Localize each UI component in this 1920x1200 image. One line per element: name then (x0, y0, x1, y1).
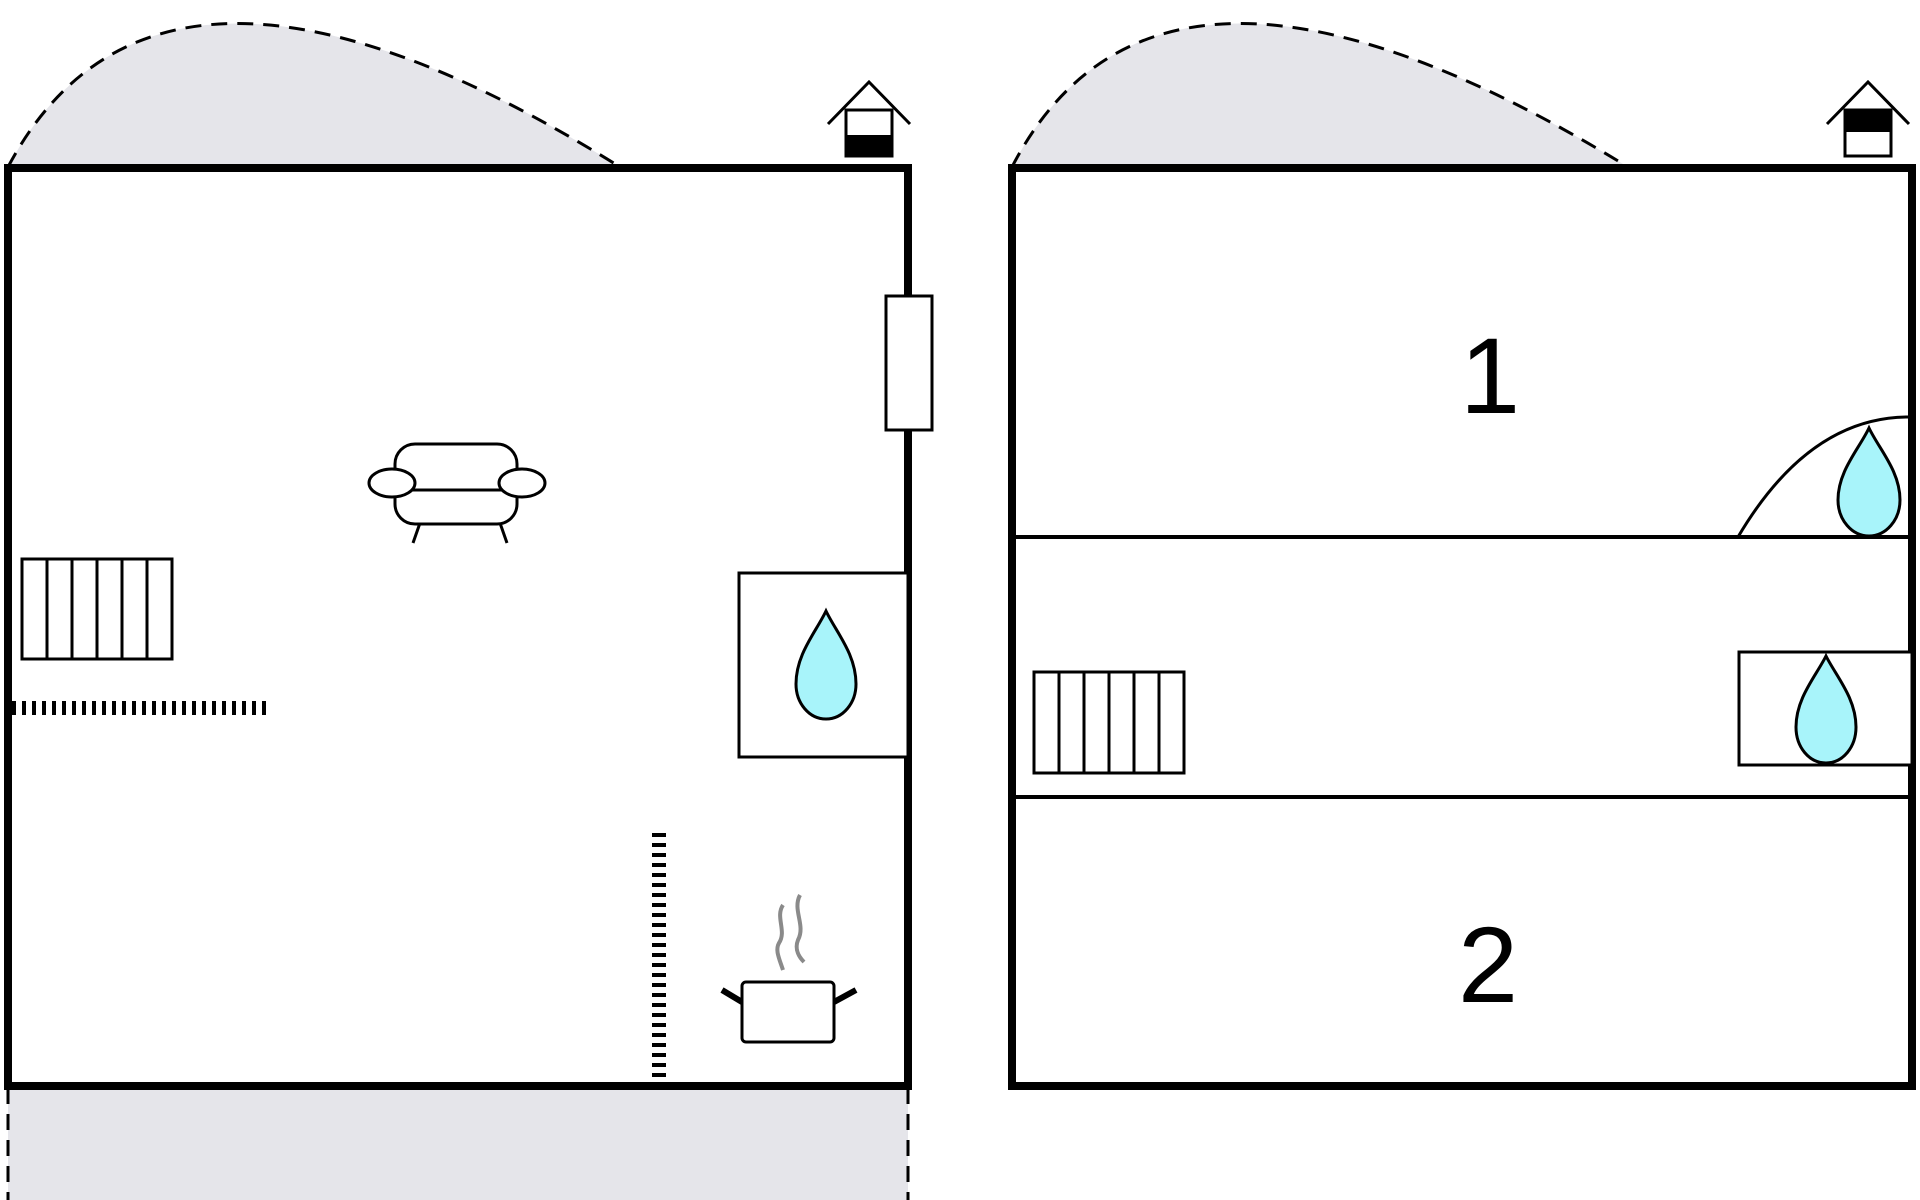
sofa-icon (367, 442, 547, 544)
outdoor-terrace-right-top (1010, 22, 1629, 169)
house-floor-indicator-icon (1825, 79, 1911, 158)
house-floor-indicator-icon (826, 79, 912, 158)
room-label-1: 1 (1460, 315, 1520, 436)
outdoor-terrace-left-bottom (6, 1088, 910, 1200)
outdoor-terrace-left-top (6, 22, 621, 169)
water-drop-icon (1794, 652, 1858, 765)
water-drop-icon (794, 607, 858, 721)
floor-plan-ground (4, 164, 934, 1090)
floor-plan-upper: 1 2 (1008, 164, 1916, 1090)
room-label-2: 2 (1458, 904, 1518, 1025)
window (884, 294, 934, 432)
water-drop-icon (1836, 424, 1902, 538)
cooking-pot-icon (720, 894, 858, 1044)
radiator-icon (20, 557, 174, 661)
radiator-icon (1032, 670, 1186, 775)
shower-niche (1736, 415, 1913, 538)
